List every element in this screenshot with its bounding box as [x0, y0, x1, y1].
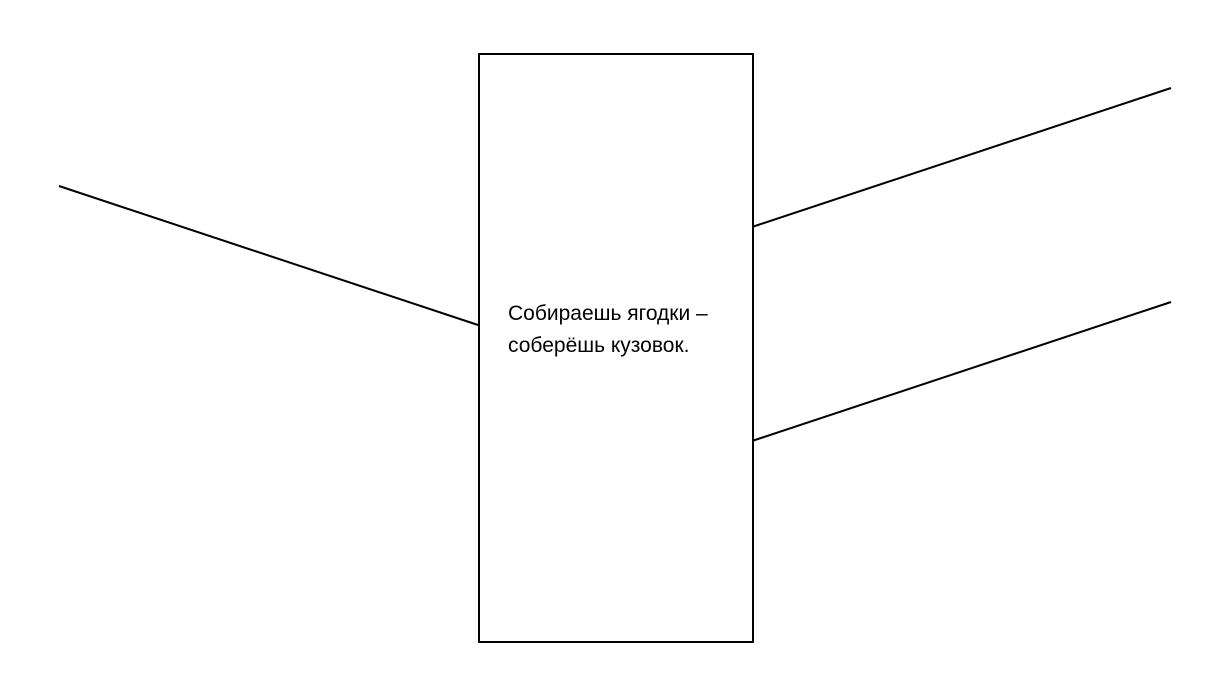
- right-lower-connector-line: [751, 301, 1172, 442]
- left-connector-line: [58, 185, 479, 326]
- center-box: Собираешь ягодки – соберёшь кузовок.: [478, 53, 754, 643]
- box-text: Собираешь ягодки – соберёшь кузовок.: [508, 298, 748, 362]
- box-text-line-1: Собираешь ягодки –: [508, 302, 708, 325]
- box-text-line-2: соберёшь кузовок.: [508, 334, 690, 357]
- right-upper-connector-line: [751, 87, 1172, 228]
